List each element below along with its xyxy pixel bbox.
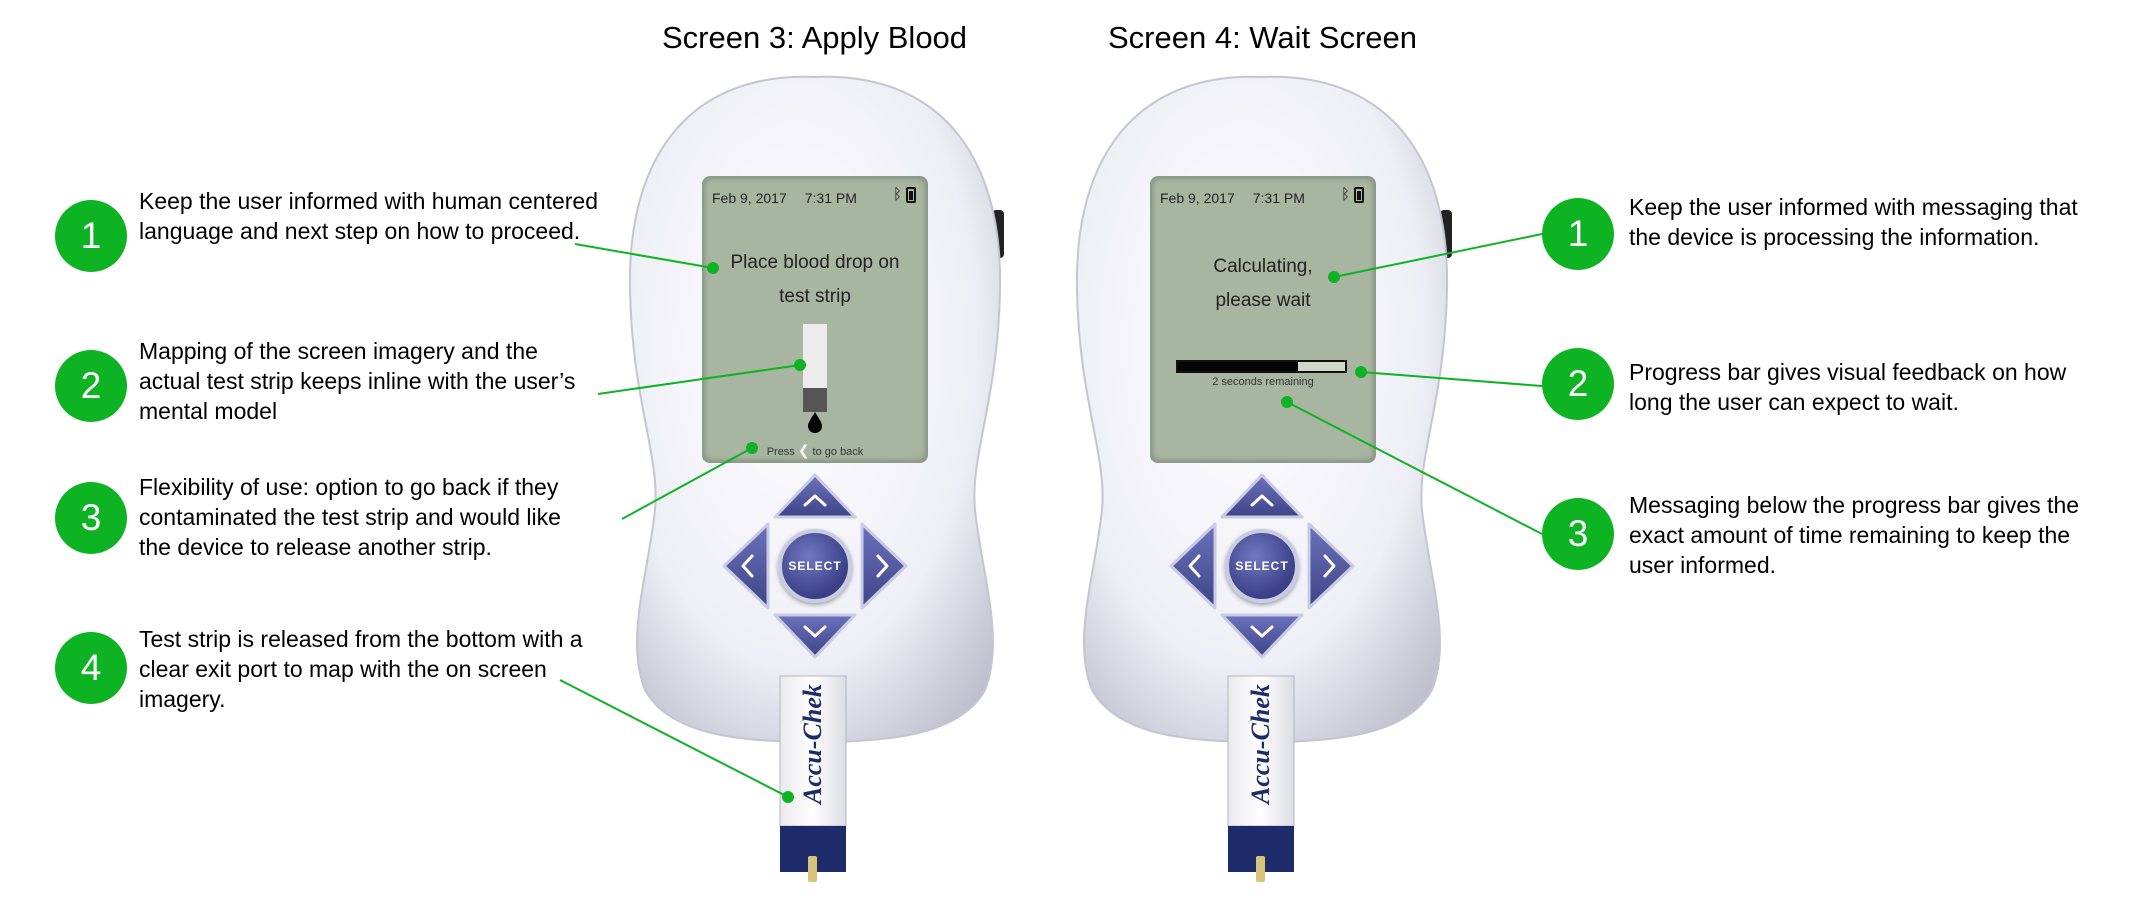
device4-message: Calculating, please wait [1152,250,1374,318]
left-note-1-text: Keep the user informed with human center… [139,188,598,244]
right-note-3-badge: 3 [1542,498,1614,570]
chevron-left-icon [741,554,754,578]
device4-message-line2: please wait [1215,290,1311,311]
device4-test-strip [1227,675,1295,882]
device4-status-bar: Feb 9, 2017 7:31 PM [1160,190,1305,206]
left-note-4-text: Test strip is released from the bottom w… [139,626,583,712]
device4-progress-fill [1178,362,1299,371]
left-note-3-badge: 3 [55,482,127,554]
device4-date: Feb 9, 2017 [1160,190,1235,206]
device4-left-button [1169,522,1217,610]
device3-message-line1: Place blood drop on [730,252,900,273]
bluetooth-icon: ᛒ [892,186,902,203]
device3-press-text: Press [766,446,795,458]
chevron-right-icon [876,554,889,578]
device3-back-hint: Press❮to go back [704,442,926,459]
left-note-2-text: Mapping of the screen imagery and the ac… [139,338,576,424]
battery-icon [1354,187,1364,204]
chevron-left-icon: ❮ [797,442,810,458]
device4-strip-brand: Accu-Chek [1246,684,1275,804]
chevron-left-icon [1188,554,1201,578]
screen3-title: Screen 3: Apply Blood [662,20,968,55]
device3-status-icons: ᛒ [892,186,916,204]
left-note-3-text: Flexibility of use: option to go back if… [139,474,561,560]
device4-time: 7:31 PM [1252,190,1305,206]
device4-message-line1: Calculating, [1213,256,1313,277]
device4-remaining-text: 2 seconds remaining [1212,376,1314,388]
device3-screen: Feb 9, 2017 7:31 PM ᛒ Place blood drop on… [702,176,928,463]
left-note-2-badge: 2 [55,350,127,422]
chevron-down-icon [803,625,827,638]
battery-icon [906,187,916,204]
device3-time: 7:31 PM [804,190,857,206]
chevron-down-icon [1250,625,1274,638]
right-note-2-badge: 2 [1542,348,1614,420]
device3-go-back-text: to go back [812,446,864,458]
device3-strip-brand: Accu-Chek [798,684,827,804]
screen4-title: Screen 4: Wait Screen [1108,20,1417,55]
blood-drop-icon [808,412,822,433]
chevron-right-icon [1323,554,1336,578]
device3-status-bar: Feb 9, 2017 7:31 PM [712,190,857,206]
right-note-1-badge: 1 [1542,198,1614,270]
right-note-1-text: Keep the user informed with messaging th… [1629,194,2078,250]
device3-message: Place blood drop on test strip [704,246,926,314]
device4-status-icons: ᛒ [1340,186,1364,204]
device3-dpad-arrows [741,494,889,638]
chevron-up-icon [1250,494,1274,507]
device3-select-button[interactable]: SELECT [778,529,852,603]
device3-message-line2: test strip [779,286,851,307]
bluetooth-icon: ᛒ [1340,186,1350,203]
device4-progress-bar [1176,360,1347,373]
device4-select-button[interactable]: SELECT [1225,529,1299,603]
left-note-4-badge: 4 [55,632,127,704]
device4-screen: Feb 9, 2017 7:31 PM ᛒ Calculating, please… [1150,176,1376,463]
device3-left-button [722,522,770,610]
device3-right-button [860,522,908,610]
device4-right-button [1307,522,1355,610]
right-note-2-text: Progress bar gives visual feedback on ho… [1629,359,2067,415]
strip-graphic [803,324,827,433]
left-note-1-badge: 1 [55,200,127,272]
device4-dpad-arrows [1188,494,1336,638]
chevron-up-icon [803,494,827,507]
device3-date: Feb 9, 2017 [712,190,787,206]
right-note-3-text: Messaging below the progress bar gives t… [1629,492,2080,578]
